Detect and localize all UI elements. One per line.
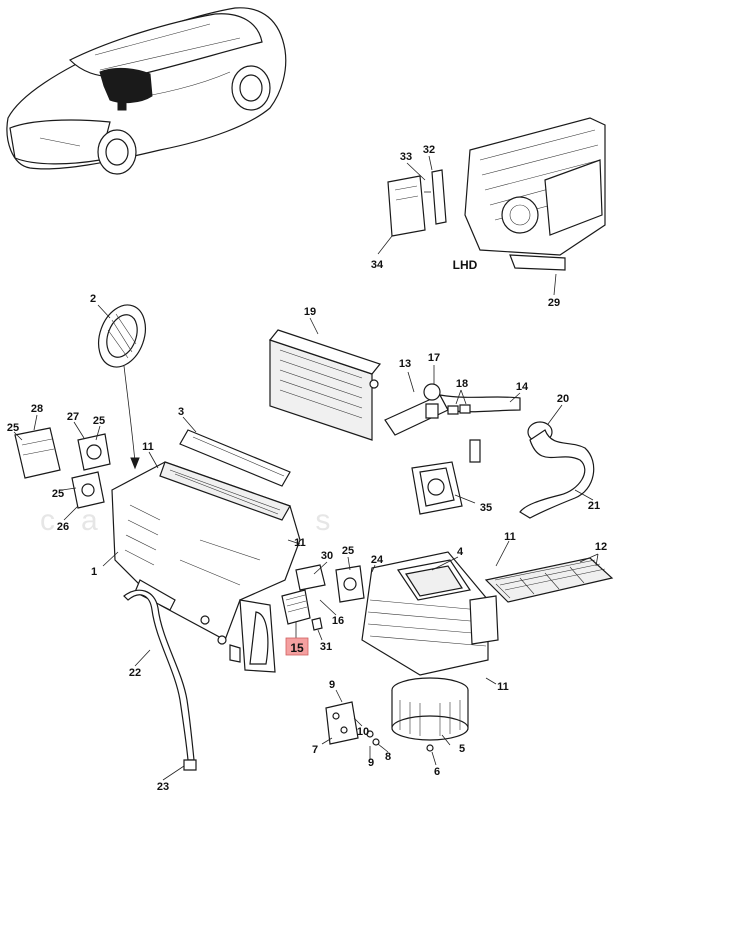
lhd-inset: [387, 117, 606, 271]
callout-13: 13: [399, 358, 411, 370]
callout-26: 26: [57, 521, 69, 533]
callout-28: 28: [31, 403, 43, 415]
leader-lines: [13, 155, 599, 781]
car-illustration: [6, 7, 287, 175]
callout-15-highlighted: 15: [290, 641, 304, 655]
actuator-right: [335, 565, 365, 603]
callout-20: 20: [557, 393, 569, 405]
callout-32: 32: [423, 144, 435, 156]
callout-11-center: 11: [294, 537, 306, 549]
callout-9-top: 9: [329, 679, 335, 691]
callout-1: 1: [91, 566, 97, 578]
callout-9-bottom: 9: [368, 757, 374, 769]
ac-pipes: [384, 383, 521, 463]
callout-5: 5: [459, 743, 465, 755]
blower-case: [361, 551, 499, 676]
gasket-seal: [179, 429, 291, 487]
callout-4: 4: [457, 546, 464, 558]
callout-25-a: 25: [7, 422, 19, 434]
callout-11-left: 11: [142, 441, 154, 453]
air-duct: [519, 421, 595, 519]
callout-11-lower: 11: [497, 681, 509, 693]
callout-30: 30: [321, 550, 333, 562]
callout-25-b: 25: [93, 415, 105, 427]
callout-21: 21: [588, 500, 600, 512]
actuator-group-left: [14, 427, 111, 509]
callout-8: 8: [385, 751, 391, 763]
callout-3: 3: [178, 406, 184, 418]
callout-34: 34: [371, 259, 384, 271]
callout-24: 24: [371, 554, 384, 566]
lhd-label: LHD: [453, 258, 478, 272]
cabin-filter: [484, 557, 614, 603]
callout-25-d: 25: [52, 488, 64, 500]
callout-35: 35: [480, 502, 492, 514]
evaporator-core: [268, 329, 382, 441]
callout-33: 33: [400, 151, 412, 163]
callout-10: 10: [357, 726, 369, 738]
hvac-housing: [111, 461, 301, 673]
callout-7: 7: [312, 744, 318, 756]
callout-22: 22: [129, 667, 141, 679]
callout-29: 29: [548, 297, 560, 309]
intake-bracket: [411, 461, 463, 515]
callout-14: 14: [516, 381, 529, 393]
highlight-box: [285, 637, 309, 656]
callout-6: 6: [434, 766, 440, 778]
motor-bracket: [325, 701, 380, 746]
blower-fan: [98, 304, 146, 470]
blower-resistor: [281, 564, 326, 631]
callout-17: 17: [428, 352, 440, 364]
callout-labels: 1 2 3 4 5 6 7 8 9 9 10 11 11 11 11 12 13…: [7, 144, 607, 793]
drain-hose: [123, 589, 197, 771]
callout-27: 27: [67, 411, 79, 423]
callout-2: 2: [90, 293, 96, 305]
blower-motor: [391, 677, 469, 752]
callout-25-c: 25: [342, 545, 354, 557]
callout-19: 19: [304, 306, 316, 318]
callout-23: 23: [157, 781, 169, 793]
callout-31: 31: [320, 641, 332, 653]
callout-11-right: 11: [504, 531, 516, 543]
callout-16: 16: [332, 615, 344, 627]
callout-12: 12: [595, 541, 607, 553]
callout-18: 18: [456, 378, 468, 390]
